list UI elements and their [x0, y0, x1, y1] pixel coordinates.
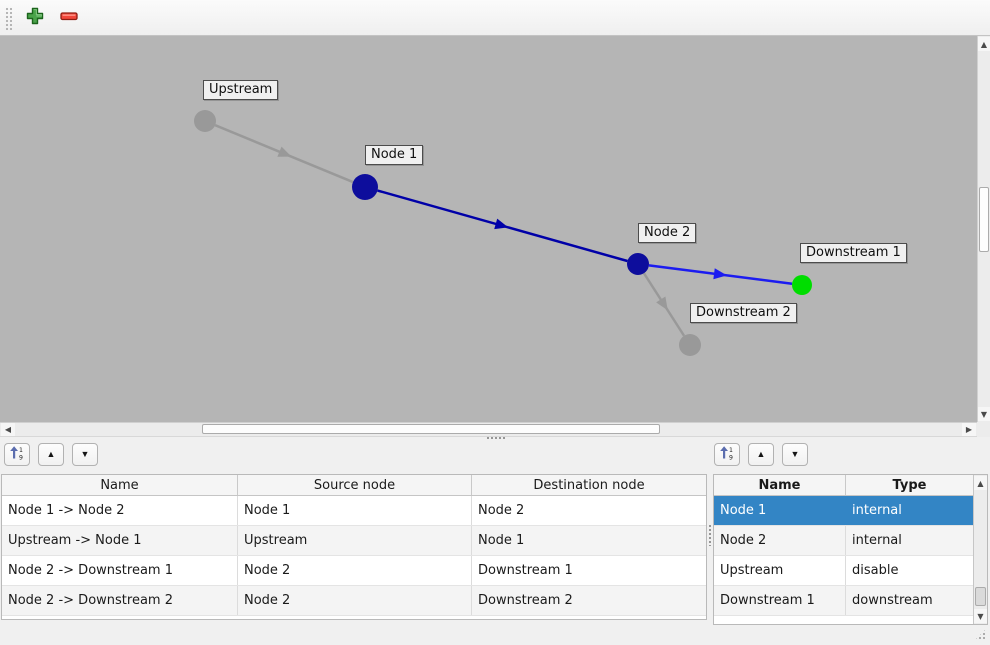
move-edge-down-button[interactable]: ▼ — [72, 443, 98, 466]
node-label[interactable]: Node 1 — [365, 145, 424, 165]
table-cell: Node 2 — [478, 503, 525, 518]
svg-text:9: 9 — [729, 455, 733, 461]
nodes-toolbar: 1 9 ▲ ▼ — [714, 443, 808, 466]
svg-text:1: 1 — [19, 447, 23, 454]
svg-text:9: 9 — [19, 455, 23, 461]
table-cell: internal — [852, 533, 902, 548]
node-label[interactable]: Downstream 1 — [800, 243, 907, 263]
table-cell: Node 2 — [238, 556, 472, 585]
table-cell: internal — [852, 503, 902, 518]
table-cell: Downstream 2 — [478, 593, 573, 608]
table-cell: Node 1 — [720, 503, 767, 518]
table-cell: Node 1 -> Node 2 — [2, 496, 238, 525]
graph-node[interactable] — [194, 110, 216, 132]
graph-node[interactable] — [792, 275, 812, 295]
edge-arrow-icon — [656, 296, 668, 311]
column-header[interactable]: Destination node — [533, 477, 645, 493]
move-up-icon: ▲ — [756, 449, 766, 459]
table-cell: downstream — [852, 593, 933, 608]
minus-icon — [60, 7, 78, 28]
canvas-vertical-scrollbar[interactable]: ▲ ▼ — [977, 36, 990, 422]
move-down-icon: ▼ — [80, 449, 90, 459]
nodes-table-header: Name Type — [714, 475, 973, 496]
scroll-down-icon[interactable]: ▼ — [974, 609, 987, 623]
vertical-splitter-handle[interactable] — [707, 524, 711, 546]
table-row[interactable]: Downstream 1 downstream — [714, 586, 973, 616]
vertical-scroll-thumb[interactable] — [979, 187, 989, 252]
table-cell: Node 2 — [238, 586, 472, 615]
scroll-up-icon[interactable]: ▲ — [978, 37, 990, 51]
table-cell: Node 2 — [714, 526, 846, 555]
edges-toolbar: 1 9 ▲ ▼ — [4, 443, 98, 466]
node-label[interactable]: Downstream 2 — [690, 303, 797, 323]
graph-node[interactable] — [679, 334, 701, 356]
table-row[interactable]: Node 2 internal — [714, 526, 973, 556]
main-toolbar — [0, 0, 990, 36]
scroll-up-icon[interactable]: ▲ — [974, 476, 987, 490]
move-up-icon: ▲ — [46, 449, 56, 459]
window-resize-grip[interactable] — [974, 628, 987, 641]
move-node-down-button[interactable]: ▼ — [782, 443, 808, 466]
sort-edges-button[interactable]: 1 9 — [4, 443, 30, 466]
edge-arrow-icon — [277, 146, 292, 157]
node-label[interactable]: Upstream — [203, 80, 279, 100]
nodes-table-scrollbar[interactable]: ▲ ▼ — [973, 475, 987, 624]
move-edge-up-button[interactable]: ▲ — [38, 443, 64, 466]
table-row[interactable]: Node 1 internal — [714, 496, 973, 526]
table-cell: Downstream 1 — [478, 563, 573, 578]
column-header[interactable]: Source node — [238, 475, 472, 495]
scrollbar-corner — [977, 422, 990, 437]
horizontal-scroll-thumb[interactable] — [202, 424, 660, 434]
toolbar-drag-handle[interactable] — [4, 5, 12, 30]
table-cell: Node 1 — [238, 496, 472, 525]
table-cell: Node 1 — [478, 533, 525, 548]
scroll-left-icon[interactable]: ◀ — [1, 423, 15, 436]
add-button[interactable] — [22, 5, 48, 31]
edge-arrow-icon — [494, 218, 509, 230]
column-header[interactable]: Type — [892, 477, 927, 493]
table-cell: Node 2 -> Downstream 2 — [2, 586, 238, 615]
sort-ascending-icon: 1 9 — [9, 445, 25, 464]
vertical-scroll-thumb[interactable] — [975, 587, 986, 606]
table-cell: disable — [852, 563, 899, 578]
table-cell: Upstream — [238, 526, 472, 555]
scroll-right-icon[interactable]: ▶ — [962, 423, 976, 436]
sort-ascending-icon: 1 9 — [719, 445, 735, 464]
table-cell: Downstream 1 — [714, 586, 846, 615]
plus-icon — [26, 7, 44, 28]
horizontal-splitter-handle[interactable] — [486, 435, 506, 439]
graph-node[interactable] — [352, 174, 378, 200]
column-header[interactable]: Name — [714, 475, 846, 495]
table-row[interactable]: Upstream disable — [714, 556, 973, 586]
table-cell: Upstream — [714, 556, 846, 585]
move-down-icon: ▼ — [790, 449, 800, 459]
column-header[interactable]: Name — [2, 475, 238, 495]
node-label[interactable]: Node 2 — [638, 223, 697, 243]
sort-nodes-button[interactable]: 1 9 — [714, 443, 740, 466]
table-cell: Node 2 -> Downstream 1 — [2, 556, 238, 585]
remove-button[interactable] — [56, 5, 82, 31]
scroll-down-icon[interactable]: ▼ — [978, 407, 990, 421]
graph-node[interactable] — [627, 253, 649, 275]
move-node-up-button[interactable]: ▲ — [748, 443, 774, 466]
edge-arrow-icon — [713, 268, 727, 280]
svg-text:1: 1 — [729, 447, 733, 454]
graph-svg — [194, 110, 812, 356]
table-cell: Upstream -> Node 1 — [2, 526, 238, 555]
